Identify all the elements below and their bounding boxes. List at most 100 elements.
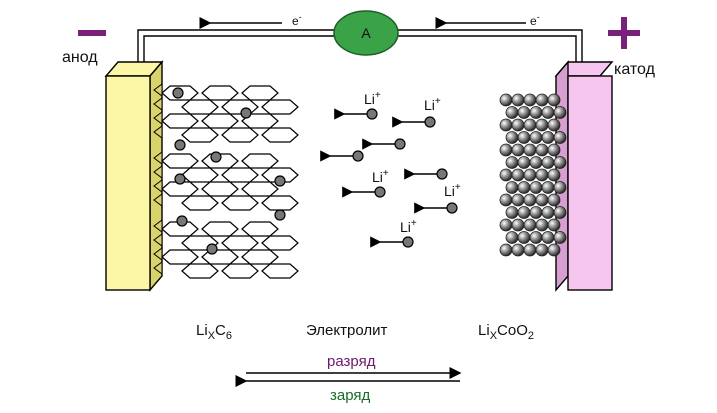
cathode-particle bbox=[547, 243, 561, 257]
cathode-particle bbox=[511, 93, 525, 107]
graphite-hexagon bbox=[161, 181, 199, 197]
cathode-particle bbox=[547, 168, 561, 182]
graphite-hexagon bbox=[261, 263, 299, 279]
cathode-particle bbox=[523, 168, 537, 182]
cathode-particle bbox=[535, 118, 549, 132]
electron-charge: - bbox=[299, 12, 302, 22]
anode-label: анод bbox=[62, 49, 98, 66]
anode-plate-teeth bbox=[153, 83, 163, 275]
cathode-particle bbox=[499, 193, 513, 207]
graphite-hexagon bbox=[201, 181, 239, 197]
graphite-hexagon bbox=[161, 249, 199, 265]
ion-label: Li+ bbox=[424, 96, 441, 113]
lithium-ion bbox=[436, 168, 448, 180]
graphite-hexagon bbox=[161, 113, 199, 129]
graphite-hexagon bbox=[221, 235, 259, 251]
lithium-atom bbox=[174, 173, 186, 185]
anode-lithium-atoms bbox=[172, 87, 286, 255]
cathode-particle bbox=[541, 156, 555, 169]
electron-charge: - bbox=[537, 12, 540, 22]
cathode-particle bbox=[523, 143, 537, 157]
cathode-particle bbox=[517, 131, 531, 144]
ammeter-label: A bbox=[361, 25, 371, 41]
cathode-particle bbox=[523, 193, 537, 207]
cathode-particle bbox=[517, 206, 531, 219]
graphite-hexagon bbox=[201, 85, 239, 101]
cathode-particle bbox=[553, 106, 567, 119]
electrolyte-label: Электролит bbox=[306, 322, 387, 339]
graphite-hexagon bbox=[181, 263, 219, 279]
anode-formula: LiXC6 bbox=[196, 322, 232, 342]
graphite-hexagon bbox=[241, 221, 279, 237]
graphite-hexagon bbox=[221, 99, 259, 115]
graphite-hexagon bbox=[221, 195, 259, 211]
ion-label: Li+ bbox=[364, 90, 381, 107]
cathode-particle bbox=[523, 243, 537, 257]
graphite-hexagon bbox=[201, 113, 239, 129]
ammeter: A bbox=[333, 10, 399, 56]
graphite-hexagon bbox=[161, 221, 199, 237]
cathode-particle bbox=[505, 181, 519, 194]
anode-plate bbox=[104, 60, 164, 292]
lithium-ion bbox=[352, 150, 364, 162]
cathode-particle bbox=[517, 106, 531, 119]
graphite-hexagon bbox=[181, 99, 219, 115]
cathode-particle bbox=[499, 218, 513, 232]
cathode-particle bbox=[499, 143, 513, 157]
cathode-particle bbox=[505, 156, 519, 169]
ion-label: Li+ bbox=[444, 182, 461, 199]
cathode-particle bbox=[535, 93, 549, 107]
cathode-formula: LiXCoO2 bbox=[478, 322, 534, 342]
cathode-particle bbox=[511, 218, 525, 232]
cathode-particle bbox=[535, 168, 549, 182]
cathode-particle bbox=[505, 131, 519, 144]
cathode-particle bbox=[523, 93, 537, 107]
graphite-hexagon bbox=[161, 153, 199, 169]
graphite-hexagon bbox=[221, 263, 259, 279]
cathode-particle bbox=[541, 131, 555, 144]
lithium-ion bbox=[366, 108, 378, 120]
cathode-particle bbox=[541, 231, 555, 244]
charge-label: заряд bbox=[330, 387, 371, 404]
cathode-particle bbox=[529, 106, 543, 119]
cathode-particle bbox=[529, 206, 543, 219]
graphite-hexagon bbox=[181, 167, 219, 183]
cathode-particle bbox=[511, 243, 525, 257]
cathode-particle bbox=[541, 181, 555, 194]
cathode-particle bbox=[505, 106, 519, 119]
lithium-ion bbox=[394, 138, 406, 150]
graphite-hexagon bbox=[221, 127, 259, 143]
cathode-particle bbox=[529, 181, 543, 194]
cathode-particle bbox=[499, 118, 513, 132]
cathode-particle bbox=[499, 243, 513, 257]
cathode-particle bbox=[553, 131, 567, 144]
graphite-hexagon bbox=[241, 85, 279, 101]
cathode-particle bbox=[541, 206, 555, 219]
lithium-ion bbox=[402, 236, 414, 248]
cathode-particle bbox=[523, 218, 537, 232]
cathode-particles bbox=[499, 93, 567, 257]
electron-arrow-left: e- bbox=[199, 12, 302, 29]
lithium-atom bbox=[174, 139, 186, 151]
cathode-plate bbox=[554, 60, 614, 292]
cathode-particle bbox=[523, 118, 537, 132]
graphite-hexagon bbox=[241, 181, 279, 197]
cathode-particle bbox=[553, 206, 567, 219]
cathode-particle bbox=[529, 231, 543, 244]
graphite-hexagon bbox=[221, 167, 259, 183]
cathode-particle bbox=[505, 206, 519, 219]
cathode-particle bbox=[547, 143, 561, 157]
cathode-particle bbox=[553, 231, 567, 244]
discharge-label: разряд bbox=[327, 353, 376, 370]
cathode-particle bbox=[511, 193, 525, 207]
lithium-atom bbox=[274, 209, 286, 221]
cathode-particle bbox=[535, 143, 549, 157]
cathode-particle bbox=[511, 143, 525, 157]
cathode-particle bbox=[499, 168, 513, 182]
cathode-label: катод bbox=[614, 61, 656, 78]
cathode-particle bbox=[547, 118, 561, 132]
cathode-particle bbox=[517, 231, 531, 244]
cathode-particle bbox=[535, 243, 549, 257]
graphite-hexagon bbox=[201, 221, 239, 237]
